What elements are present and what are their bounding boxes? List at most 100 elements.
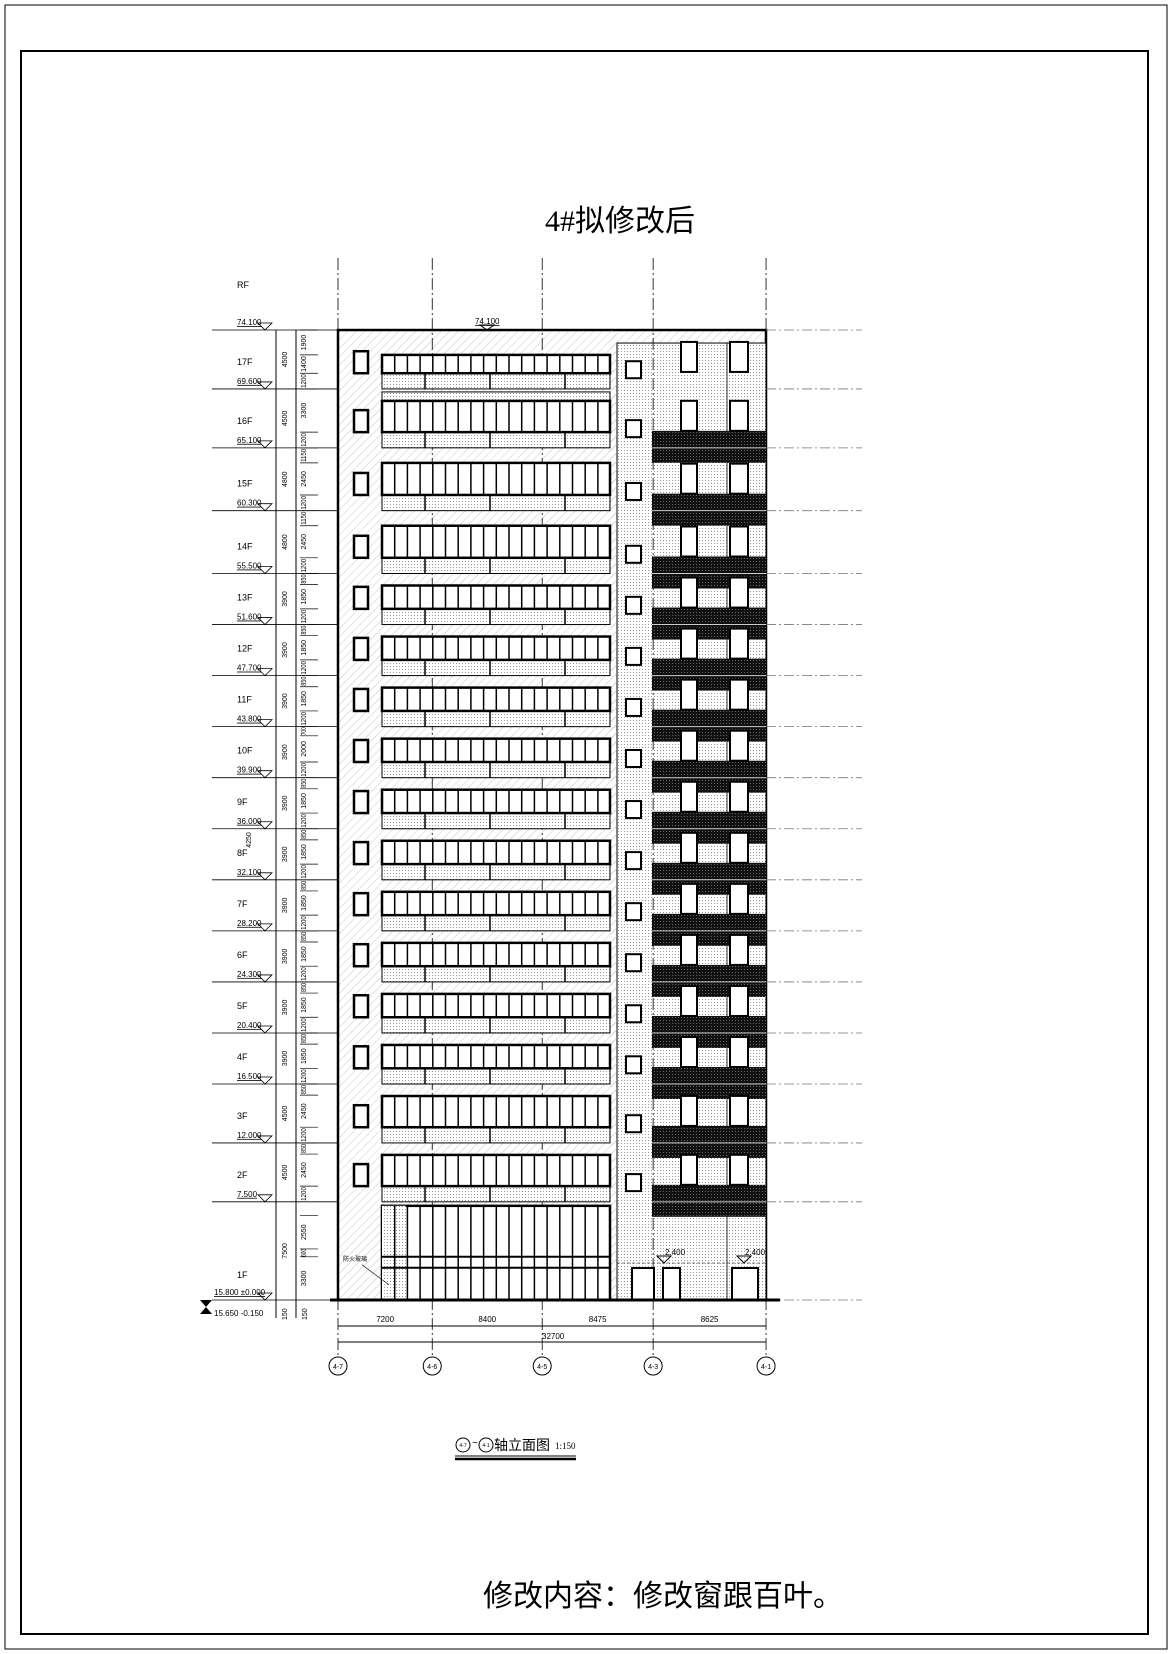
axis-bubble	[422, 1356, 442, 1376]
core-window	[625, 1055, 642, 1075]
balcony-door-window	[729, 729, 749, 762]
balcony-door-window	[680, 984, 698, 1017]
core-window	[625, 481, 642, 501]
sub-dim: 1850	[301, 793, 308, 809]
balcony-door-window	[680, 678, 698, 711]
sub-dim: 2450	[301, 471, 308, 487]
sub-dim: 1200	[301, 763, 308, 777]
sub-dim: 850	[301, 779, 308, 788]
axis-spacing-label: 8475	[589, 1315, 607, 1324]
level-elevation: 32.100	[237, 868, 262, 877]
louver-balcony	[652, 430, 766, 463]
sub-dim: 850	[301, 677, 308, 686]
sub-dim: 1200	[301, 610, 308, 624]
balcony-door-window	[680, 399, 698, 432]
sub-dim: 1850	[301, 1048, 308, 1064]
side-window	[352, 349, 370, 375]
balcony-door-window	[680, 340, 698, 373]
floor-height-dim: 4500	[282, 1106, 289, 1122]
caption-separator: ~	[472, 1438, 478, 1449]
louver-balcony	[652, 1067, 766, 1100]
level-elevation: 16.500	[237, 1072, 262, 1081]
core-window	[625, 1114, 642, 1134]
balcony-door-window	[729, 1036, 749, 1069]
sub-dim: 1200	[301, 1069, 308, 1083]
level-marker-icon	[257, 1135, 273, 1144]
axis-bubble	[532, 1356, 552, 1376]
side-window	[352, 891, 370, 917]
sub-dim: 1200	[301, 661, 308, 675]
sub-dim: 3300	[301, 403, 308, 419]
floor-height-dim: 3900	[282, 846, 289, 862]
side-window	[352, 408, 370, 434]
balcony-door-window	[680, 576, 698, 609]
level-elevation: 55.500	[237, 562, 262, 571]
core-window	[625, 419, 642, 439]
core-window	[625, 800, 642, 820]
caption-axis-bubble	[478, 1437, 494, 1453]
entrance-door	[631, 1267, 655, 1301]
sub-dim: 2000	[301, 741, 308, 757]
level-elevation: 36.000	[237, 817, 262, 826]
sub-dim: 2550	[301, 1224, 308, 1240]
axis-label: 4-3	[648, 1364, 658, 1371]
sub-dim: 1850	[301, 895, 308, 911]
balcony-door-window	[729, 340, 749, 373]
side-window	[352, 1103, 370, 1129]
level-name: 8F	[237, 848, 248, 858]
wall-strip	[610, 330, 617, 1300]
level-elevation: 7.500	[237, 1190, 258, 1199]
balcony-door-window	[729, 1094, 749, 1127]
level-name: 17F	[237, 357, 253, 367]
level-marker-icon	[257, 923, 273, 932]
axis-spacing-label: 7200	[376, 1315, 394, 1324]
level-marker-icon	[257, 381, 273, 390]
sub-dim: 1200	[301, 712, 308, 726]
sub-dim: 1150	[301, 512, 308, 525]
sub-dim: 1200	[301, 916, 308, 930]
level-marker-icon	[257, 872, 273, 881]
sub-dim: 1900	[301, 335, 308, 351]
door-level-label: 2.400	[665, 1248, 686, 1257]
level-elevation: 74.100	[237, 318, 262, 327]
sub-dim: 1850	[301, 844, 308, 860]
side-window	[352, 840, 370, 866]
floor-height-dim: 3900	[282, 795, 289, 811]
axis-label: 4-5	[537, 1364, 547, 1371]
level-elevation: 20.400	[237, 1021, 262, 1030]
side-window	[352, 585, 370, 611]
floor-height-dim: 3900	[282, 744, 289, 760]
axis-bubble	[643, 1356, 663, 1376]
door-level-marker-icon	[655, 1255, 673, 1264]
side-window	[352, 534, 370, 560]
floor-height-dim: 4800	[282, 471, 289, 487]
balcony-door-window	[729, 831, 749, 864]
sub-dim: 1850	[301, 589, 308, 605]
side-window	[352, 994, 370, 1019]
balcony-door-window	[680, 1094, 698, 1127]
floor-height-dim: 7500	[282, 1243, 289, 1259]
floor-height-dim: 3900	[282, 693, 289, 709]
sub-dim: 1850	[301, 946, 308, 962]
sub-dim: 850	[301, 830, 308, 839]
balcony-door-window	[729, 678, 749, 711]
sub-dim: 1200	[301, 433, 308, 447]
level-elevation: 15.800 ±0.000	[214, 1288, 266, 1297]
floor-height-dim: 3900	[282, 948, 289, 964]
level-marker-icon	[257, 440, 273, 449]
balcony-door-window	[729, 984, 749, 1017]
level-name: 16F	[237, 416, 253, 426]
balcony-door-window	[680, 882, 698, 915]
core-window	[625, 360, 642, 380]
balcony-door-window	[680, 627, 698, 660]
sub-dim: 850	[301, 625, 308, 634]
level-name: 15F	[237, 479, 253, 489]
side-window	[352, 687, 370, 713]
balcony-door-window	[729, 780, 749, 813]
axis-bubble	[756, 1356, 776, 1376]
level-name: 5F	[237, 1001, 248, 1011]
roof-elevation: 74.100	[475, 317, 500, 326]
roof-level-marker-icon	[478, 324, 496, 331]
sub-dim: 1200	[301, 559, 308, 573]
level-marker-icon	[257, 617, 273, 626]
